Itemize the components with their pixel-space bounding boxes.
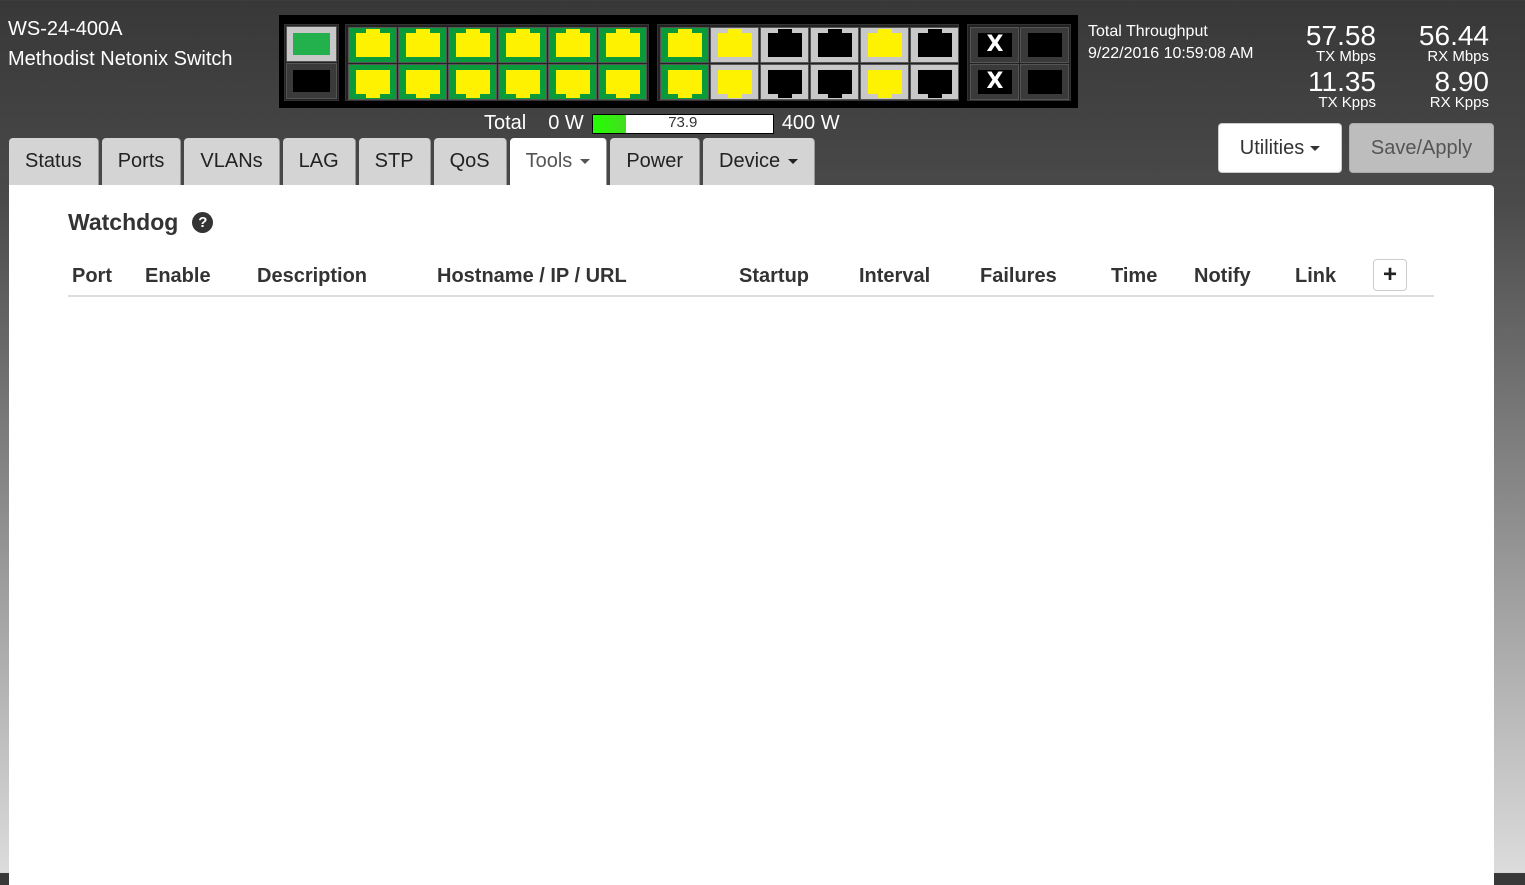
power-bar-fill xyxy=(592,114,627,133)
help-icon[interactable]: ? xyxy=(192,212,214,233)
column-header-failures[interactable]: Failures xyxy=(980,265,1057,287)
tab-power[interactable]: Power xyxy=(610,138,701,185)
tab-label: Status xyxy=(25,150,82,172)
port-18[interactable] xyxy=(760,64,809,100)
port-20[interactable] xyxy=(810,64,859,100)
port-led xyxy=(293,70,330,92)
port-5[interactable] xyxy=(448,27,497,63)
port-group xyxy=(657,24,959,101)
chevron-down-icon xyxy=(580,159,591,164)
port-3[interactable] xyxy=(398,27,447,63)
power-label: Total xyxy=(484,112,527,134)
port-24[interactable] xyxy=(910,64,959,100)
column-header-startup[interactable]: Startup xyxy=(739,265,809,287)
power-value: 73.9 xyxy=(668,113,698,131)
port-12[interactable] xyxy=(598,64,647,100)
switch-model: WS-24-400A xyxy=(8,18,123,40)
disabled-x-icon: X xyxy=(978,70,1012,94)
port-group xyxy=(345,24,649,101)
column-header-enable[interactable]: Enable xyxy=(145,265,211,287)
throughput-timestamp: 9/22/2016 10:59:08 AM xyxy=(1088,45,1254,62)
tab-device[interactable]: Device xyxy=(703,138,816,185)
port-11[interactable] xyxy=(598,27,647,63)
sfp-port-27[interactable] xyxy=(1020,27,1069,63)
port-23[interactable] xyxy=(910,27,959,63)
uplink-port-1[interactable] xyxy=(286,26,337,62)
switch-name: Methodist Netonix Switch xyxy=(8,48,233,70)
tab-ports[interactable]: Ports xyxy=(101,138,182,185)
tab-lag[interactable]: LAG xyxy=(282,138,356,185)
column-header-link[interactable]: Link xyxy=(1295,265,1337,287)
rx-kpps: 8.90 xyxy=(1434,66,1490,97)
port-15[interactable] xyxy=(710,27,759,63)
tab-label: STP xyxy=(374,150,414,172)
tab-label: Tools xyxy=(525,150,573,172)
port-4[interactable] xyxy=(398,64,447,100)
column-header-notify[interactable]: Notify xyxy=(1194,265,1251,287)
tab-vlans[interactable]: VLANs xyxy=(184,138,280,185)
disabled-x-icon: X xyxy=(978,33,1012,57)
tab-tools[interactable]: Tools xyxy=(509,138,608,185)
port-19[interactable] xyxy=(810,27,859,63)
power-meter: Total 0 W 73.9 400 W xyxy=(484,112,840,135)
column-header-time[interactable]: Time xyxy=(1111,265,1158,287)
power-bar: 73.9 xyxy=(591,113,774,134)
port-group xyxy=(284,24,339,101)
tx-kpps-label: TX Kpps xyxy=(1318,94,1376,111)
port-8[interactable] xyxy=(498,64,547,100)
utilities-button[interactable]: Utilities xyxy=(1218,123,1342,173)
tab-qos[interactable]: QoS xyxy=(433,138,507,185)
main-tabs: Status Ports VLANs LAG STP QoS Tools Power Devic… xyxy=(9,138,816,185)
column-header-hostname-ip-url[interactable]: Hostname / IP / URL xyxy=(437,265,627,287)
utilities-label: Utilities xyxy=(1239,136,1305,159)
tab-label: Device xyxy=(719,150,781,172)
port-9[interactable] xyxy=(548,27,597,63)
tab-status[interactable]: Status xyxy=(9,138,99,185)
tx-mbps-label: TX Mbps xyxy=(1315,48,1376,65)
tab-stp[interactable]: STP xyxy=(358,138,431,185)
rx-kpps-label: RX Kpps xyxy=(1429,94,1489,111)
sfp-port-25[interactable]: X xyxy=(970,27,1019,63)
tx-mbps: 57.58 xyxy=(1305,20,1376,51)
chevron-down-icon xyxy=(1310,145,1321,151)
tab-label: Power xyxy=(626,150,684,172)
port-17[interactable] xyxy=(760,27,809,63)
column-header-interval[interactable]: Interval xyxy=(859,265,931,287)
watchdog-table-header: + Port Enable Description Hostname / IP / U… xyxy=(68,259,1434,297)
rx-mbps-label: RX Mbps xyxy=(1427,48,1489,65)
port-21[interactable] xyxy=(860,27,909,63)
port-13[interactable] xyxy=(660,27,709,63)
power-max: 400 W xyxy=(781,112,840,134)
port-2[interactable] xyxy=(348,64,397,100)
port-14[interactable] xyxy=(660,64,709,100)
chevron-down-icon xyxy=(788,159,799,164)
power-min: 0 W xyxy=(548,112,584,134)
tab-label: QoS xyxy=(449,150,490,172)
rx-mbps: 56.44 xyxy=(1418,20,1489,51)
port-led xyxy=(293,33,330,55)
throughput-title: Total Throughput xyxy=(1088,23,1208,40)
column-header-port[interactable]: Port xyxy=(72,265,112,287)
sfp-port-28[interactable] xyxy=(1020,64,1069,100)
save-apply-button[interactable]: Save/Apply xyxy=(1349,123,1494,173)
column-header-description[interactable]: Description xyxy=(257,265,368,287)
tx-kpps: 11.35 xyxy=(1308,66,1376,97)
port-1[interactable] xyxy=(348,27,397,63)
port-16[interactable] xyxy=(710,64,759,100)
port-7[interactable] xyxy=(498,27,547,63)
port-10[interactable] xyxy=(548,64,597,100)
watchdog-title: Watchdog xyxy=(68,209,179,235)
watchdog-panel: Watchdog? + Port Enable Description Hostnam… xyxy=(9,185,1494,885)
tab-label: Ports xyxy=(117,150,165,172)
uplink-port-2[interactable] xyxy=(286,63,337,99)
tab-label: LAG xyxy=(298,150,339,172)
tab-label: VLANs xyxy=(200,150,263,172)
add-watchdog-button[interactable]: + xyxy=(1373,259,1407,291)
port-6[interactable] xyxy=(448,64,497,100)
sfp-port-26[interactable]: X xyxy=(970,64,1019,100)
port-22[interactable] xyxy=(860,64,909,100)
